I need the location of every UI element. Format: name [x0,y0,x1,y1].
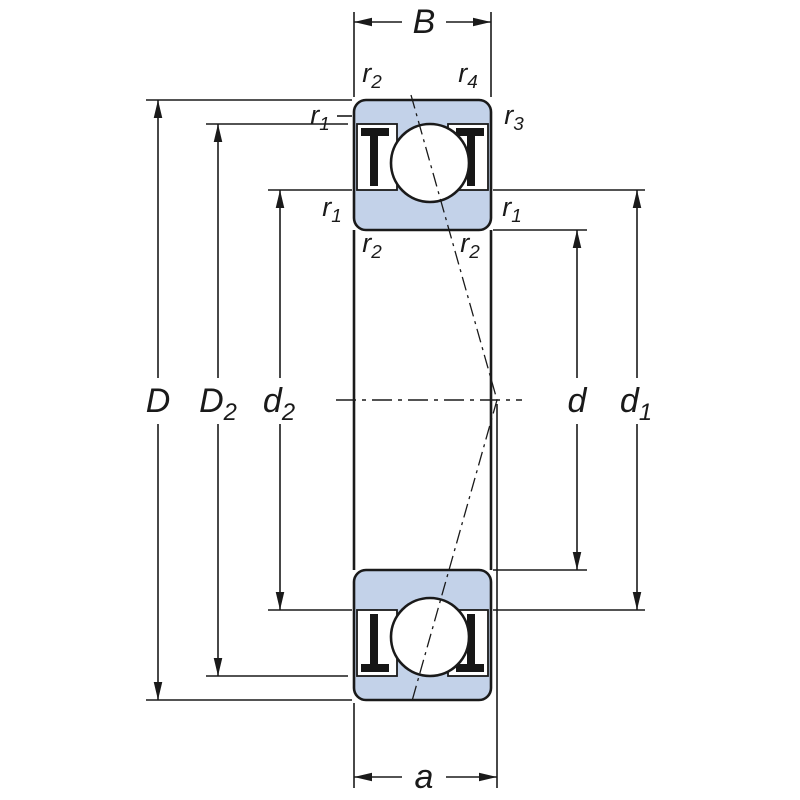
label-d2-base: d [263,382,283,420]
label-r1-right-bottom: r1 [502,192,522,227]
label-r4-sub: 4 [467,72,478,93]
label-r2-bottom-right: r2 [460,228,480,263]
label-d1-sub: 1 [639,399,652,426]
label-r2-tl-sub: 2 [370,72,382,93]
label-bg-a [402,760,446,794]
label-r1-lb-base: r [322,192,332,222]
label-r2-bl-base: r [362,228,372,258]
label-bg-d1 [610,378,662,424]
label-r2-top-left: r2 [362,58,382,93]
label-r1-left-top: r1 [310,100,330,135]
label-D2-sub: 2 [223,399,237,426]
label-r2-br-sub: 2 [468,242,480,263]
label-bg-D [136,378,180,424]
contact-angle-line-upper [410,94,498,401]
label-D: D [146,382,171,420]
label-d2: d2 [263,382,295,426]
label-r1-left-bottom: r1 [322,192,342,227]
label-r2-bl-sub: 2 [370,242,382,263]
label-bg-D2 [190,378,246,424]
label-r3-base: r [504,100,514,130]
label-d1: d1 [620,382,652,426]
label-B: B [413,3,436,41]
upper-bearing-section [352,98,493,232]
label-d: d [568,382,588,420]
label-d1-base: d [620,382,640,420]
label-r3-right-top: r3 [504,100,524,135]
label-r2-tl-base: r [362,58,372,88]
label-bg-d [558,378,596,424]
label-r2-bottom-left: r2 [362,228,382,263]
label-r1-lt-base: r [310,100,320,130]
label-r1-lt-sub: 1 [319,114,330,135]
label-r1-rb-base: r [502,192,512,222]
label-backgrounds [136,6,662,794]
label-r1-lb-sub: 1 [331,206,342,227]
label-r1-rb-sub: 1 [511,206,522,227]
label-r4-base: r [458,58,468,88]
label-r4-top-right: r4 [458,58,478,93]
label-D2-base: D [199,382,224,420]
label-a: a [415,758,434,796]
lower-bearing-section [352,568,493,702]
label-d2-sub: 2 [281,399,295,426]
label-bg-d2 [252,378,306,424]
label-r3-sub: 3 [513,114,524,135]
label-D2: D2 [199,382,237,426]
contact-angle-line-lower [411,399,498,702]
label-r2-br-base: r [460,228,470,258]
label-bg-B [402,6,446,40]
